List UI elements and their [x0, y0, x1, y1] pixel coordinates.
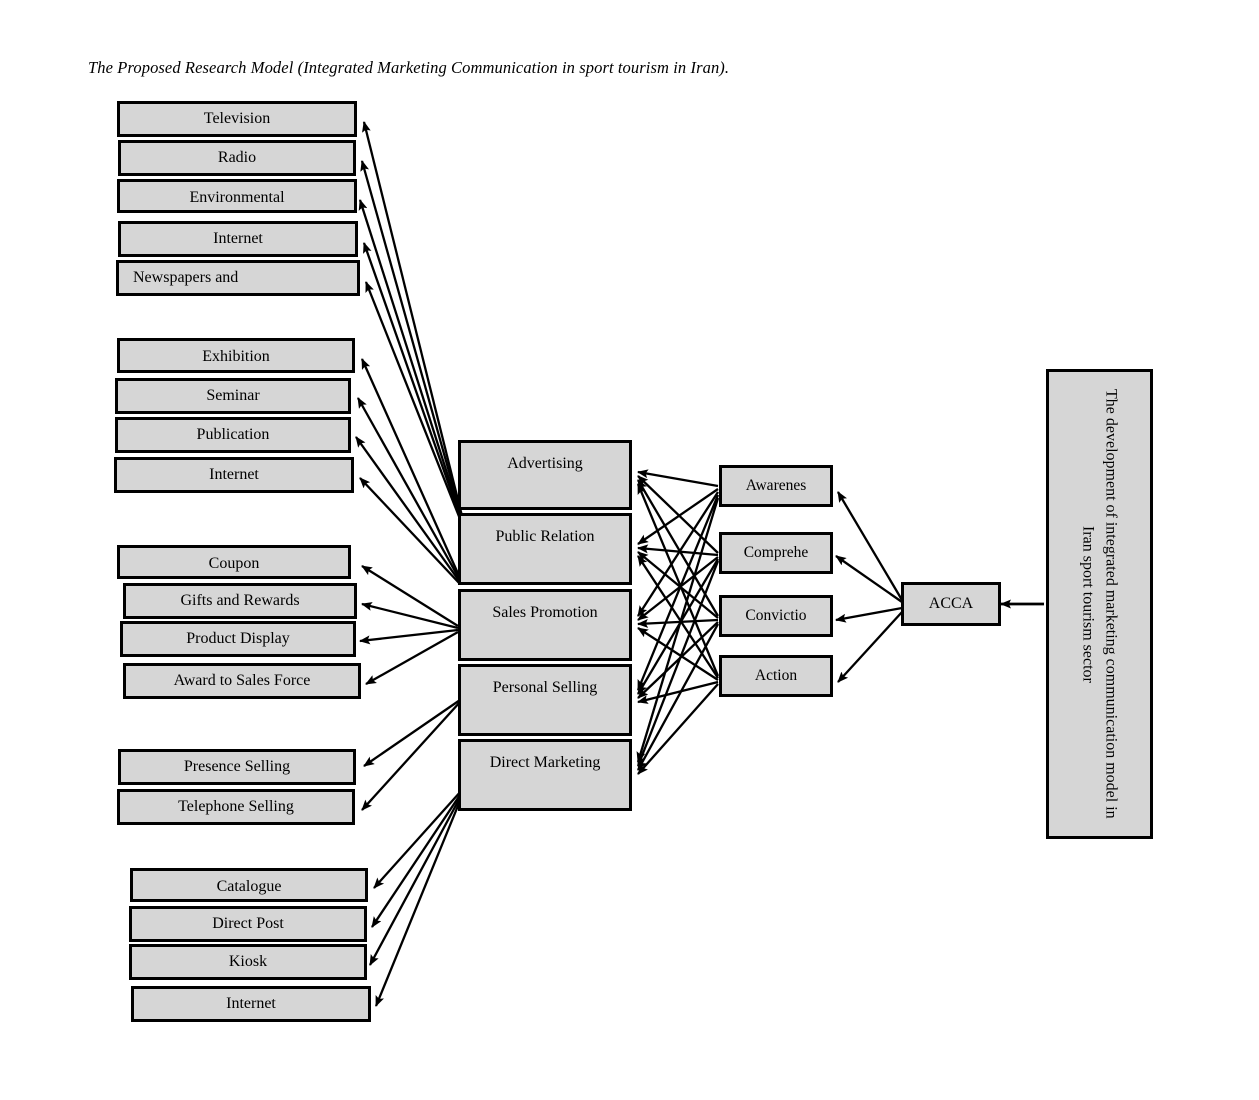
acca-stage-box-action[interactable]: Action [719, 655, 833, 697]
channel-label: Gifts and Rewards [180, 592, 300, 610]
figure-title: The Proposed Research Model (Integrated … [88, 58, 730, 77]
channel-box-presence-selling[interactable]: Presence Selling [118, 749, 356, 785]
edges-sales-promotion-to-channels [359, 565, 459, 686]
outcome-panel[interactable]: The development of integrated marketing … [1046, 369, 1153, 839]
channel-label: Product Display [186, 630, 290, 648]
mix-label: Direct Marketing [489, 754, 601, 771]
channel-label: Direct Post [212, 915, 284, 933]
acca-box-label: ACCA [928, 595, 974, 613]
mix-label: Public Relation [495, 528, 595, 545]
channel-box-environmental[interactable]: Environmental [117, 179, 357, 213]
edges-acca-to-stages [835, 491, 903, 683]
edges-advertising-to-channels [358, 121, 464, 525]
channel-label: Catalogue [216, 878, 282, 895]
channel-box-catalogue[interactable]: Catalogue [130, 868, 368, 902]
channel-box-gifts-and-rewards[interactable]: Gifts and Rewards [123, 583, 357, 619]
channel-box-product-display[interactable]: Product Display [120, 621, 356, 657]
acca-stage-label: Action [754, 667, 798, 685]
acca-stage-label: Convictio [745, 607, 807, 625]
channel-label: Newspapers and [133, 269, 239, 287]
channel-box-television[interactable]: Television [117, 101, 357, 137]
channel-box-newspapers-and[interactable]: Newspapers and [116, 260, 360, 296]
channel-label: Kiosk [228, 953, 268, 971]
edges-direct-marketing-to-channels [368, 789, 464, 1007]
edges-personal-selling-to-channels [361, 699, 461, 811]
channel-box-telephone-selling[interactable]: Telephone Selling [117, 789, 355, 825]
channel-box-publication[interactable]: Publication [115, 417, 351, 453]
channel-label: Seminar [206, 387, 260, 405]
channel-label: Environmental [189, 189, 285, 206]
channel-label: Telephone Selling [178, 798, 294, 816]
edges-public-relation-to-channels [355, 358, 462, 585]
acca-stage-label: Comprehe [743, 544, 809, 562]
channel-box-exhibition[interactable]: Exhibition [117, 338, 355, 373]
acca-box[interactable]: ACCA [901, 582, 1001, 626]
channel-box-radio[interactable]: Radio [118, 140, 356, 176]
channel-label: Internet [226, 995, 276, 1013]
channel-box-internet-public-relation[interactable]: Internet [114, 457, 354, 493]
outcome-panel-label: The development of integrated marketing … [1079, 389, 1120, 819]
acca-stage-label: Awarenes [745, 477, 807, 495]
channel-box-seminar[interactable]: Seminar [115, 378, 351, 414]
mix-box-sales-promotion[interactable]: Sales Promotion [458, 589, 632, 661]
channel-box-coupon[interactable]: Coupon [117, 545, 351, 579]
channel-label: Radio [217, 149, 257, 167]
acca-stage-box-awareness[interactable]: Awarenes [719, 465, 833, 507]
channel-box-direct-post[interactable]: Direct Post [129, 906, 367, 942]
mix-box-direct-marketing[interactable]: Direct Marketing [458, 739, 632, 811]
mix-box-public-relation[interactable]: Public Relation [458, 513, 632, 585]
channel-label: Internet [213, 230, 263, 248]
edges-acca-stages-to-mix [636, 469, 720, 775]
mix-box-advertising[interactable]: Advertising [458, 440, 632, 510]
channel-label: Coupon [208, 555, 260, 572]
acca-stage-box-conviction[interactable]: Convictio [719, 595, 833, 637]
channel-box-kiosk[interactable]: Kiosk [129, 944, 367, 980]
channel-box-internet-direct-marketing[interactable]: Internet [131, 986, 371, 1022]
channel-label: Internet [209, 466, 259, 484]
channel-label: Presence Selling [183, 758, 291, 776]
mix-box-personal-selling[interactable]: Personal Selling [458, 664, 632, 736]
channel-box-internet-advertising[interactable]: Internet [118, 221, 358, 257]
channel-label: Television [203, 110, 271, 128]
mix-label: Sales Promotion [492, 604, 598, 621]
channel-box-award-to-sales-force[interactable]: Award to Sales Force [123, 663, 361, 699]
acca-stage-box-comprehension[interactable]: Comprehe [719, 532, 833, 574]
channel-label: Award to Sales Force [173, 672, 311, 690]
channel-label: Exhibition [202, 348, 270, 365]
mix-label: Personal Selling [492, 679, 598, 696]
mix-label: Advertising [507, 455, 583, 472]
channel-label: Publication [196, 426, 270, 444]
